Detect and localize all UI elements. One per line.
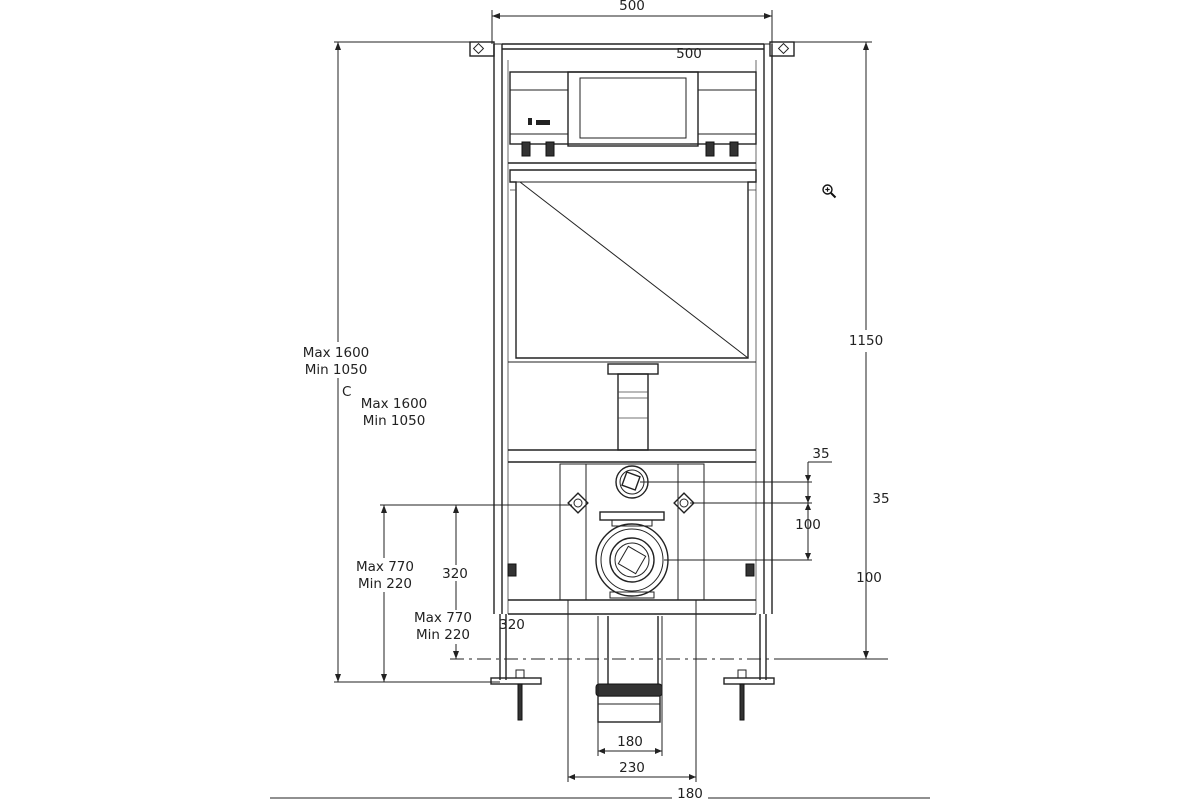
left-height-dimension: Max 1600 Min 1050 C Max 1600 Min 1050: [298, 41, 500, 683]
overall-height-label: 1150: [849, 333, 883, 349]
right-35-label: 35: [872, 491, 889, 507]
left-max-2-label: Max 1600: [361, 396, 428, 412]
mounting-bolts: [567, 492, 695, 514]
bottom-180-label: 180: [677, 786, 703, 800]
foot-max-1-label: Max 770: [356, 559, 414, 575]
cistern: [508, 169, 757, 451]
frame-inner-width-label: 500: [676, 46, 702, 62]
c-label: C: [342, 384, 351, 400]
foot-min-1-label: Min 220: [358, 576, 412, 592]
lower-support-frame: [507, 449, 756, 615]
top-width-label: 500: [619, 0, 645, 14]
right-100-label: 100: [856, 570, 882, 586]
drain-pipe: [595, 616, 663, 723]
bottom-width-dimensions: 180 230 180: [270, 600, 930, 800]
small-100-label: 100: [795, 517, 821, 533]
foot-max-2-label: Max 770: [414, 610, 472, 626]
drain-320-a-label: 320: [442, 566, 468, 582]
flush-housing: [508, 71, 757, 164]
pipe-180-label: 180: [617, 734, 643, 750]
top-width-dimension: 500: [491, 0, 773, 44]
bolt-height-dimensions: Max 770 Min 220 320 Max 770 Min 220 320: [350, 504, 572, 682]
main-frame: 500: [493, 43, 773, 614]
drain-outlet: [595, 511, 669, 599]
left-min-2-label: Min 1050: [363, 413, 426, 429]
water-inlet: [615, 465, 649, 499]
foot-min-2-label: Min 220: [416, 627, 470, 643]
inlet-offset-dimensions: 35 100: [640, 446, 832, 561]
left-min-1-label: Min 1050: [305, 362, 368, 378]
drain-320-b-label: 320: [499, 617, 525, 633]
small-35-label: 35: [812, 446, 829, 462]
frame-feet: [490, 614, 775, 721]
zoom-in-icon[interactable]: [821, 183, 837, 199]
right-height-dimension: 1150 35 100: [776, 41, 890, 660]
pipe-230-label: 230: [619, 760, 645, 776]
left-max-1-label: Max 1600: [303, 345, 370, 361]
